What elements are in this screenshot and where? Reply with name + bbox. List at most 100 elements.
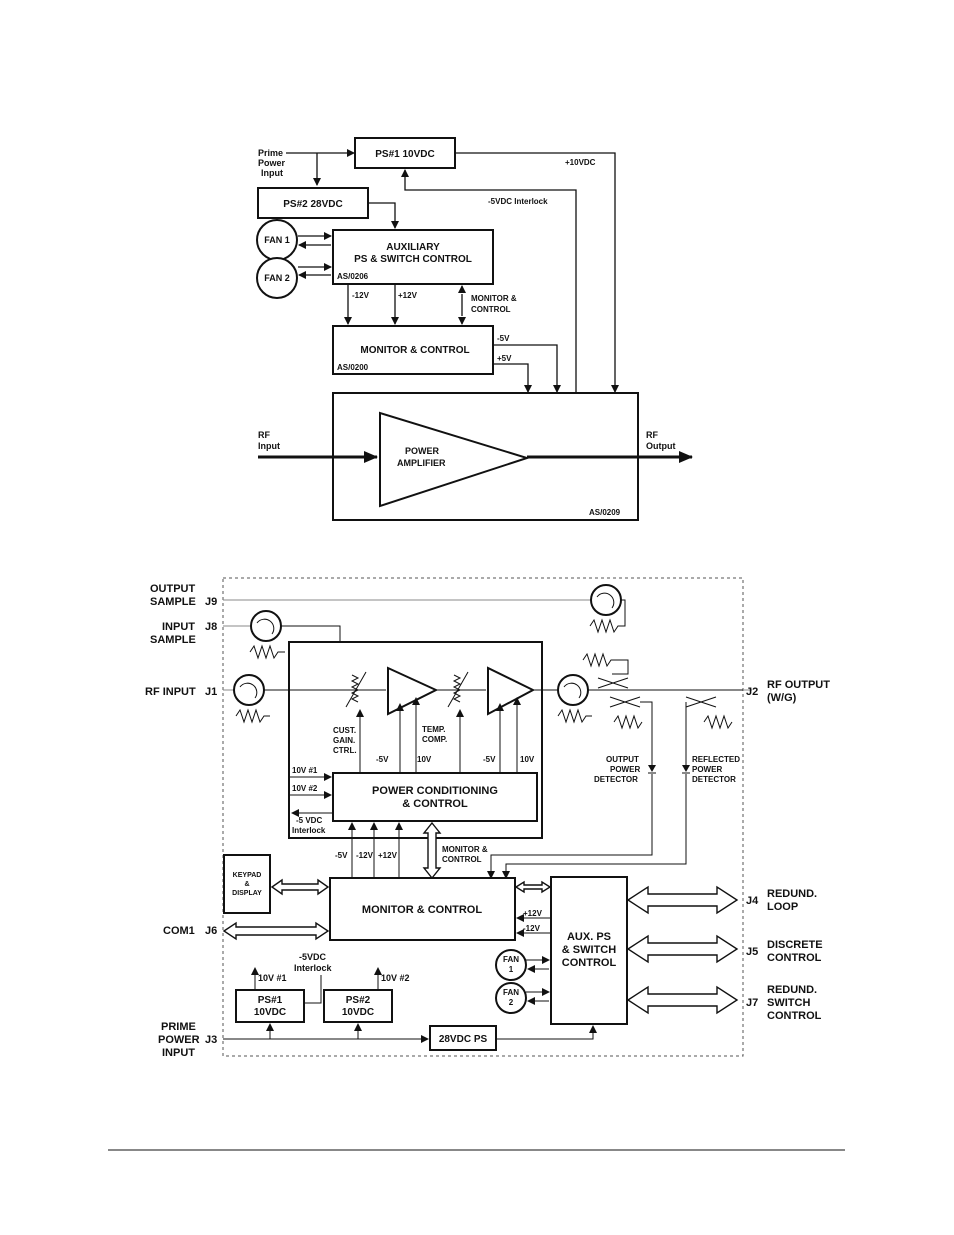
temp-comp-label: COMP. [422,735,447,744]
pcc-label: & CONTROL [402,798,468,810]
cust-gain-label: CUST. [333,726,356,735]
out-det-label: POWER [610,765,640,774]
redund-loop-label: LOOP [767,901,798,913]
pa-triangle [379,411,531,508]
prime-power-label: Prime [258,148,283,158]
out-det-resistor-icon [613,714,643,730]
isolator-arrow-icon [256,618,275,635]
plus10vdc-label: +10VDC [565,158,596,167]
mc-aux-double-arrow [514,880,552,894]
ps2-to-aux-arrow [368,202,399,229]
out-det-to-mc [487,774,653,879]
input-sample-resistor-icon [249,644,285,660]
isolator-arrow-icon [563,682,582,699]
j4-label: J4 [746,895,759,907]
fan1-circle [495,949,527,981]
output-sample-label: OUTPUT [150,583,196,595]
interlock-label: -5 VDC [296,816,322,825]
fan2-label: FAN 2 [264,273,290,283]
pa-label: AMPLIFIER [397,458,446,468]
ps2-label: 10VDC [342,1007,374,1018]
redund-switch-label: SWITCH [767,997,810,1009]
keypad-label: DISPLAY [232,890,262,897]
gain-attenuator-icon [345,671,367,708]
j2-label: J2 [746,686,758,698]
aux-label: AUX. PS [567,931,611,943]
rf-input-isolator [233,674,265,706]
aux-box [332,229,494,285]
interlock-label: -5VDC Interlock [488,197,548,206]
j9-label: J9 [205,596,217,608]
rail-label: -12V [523,924,541,933]
input-sample-label: INPUT [162,621,195,633]
fan2-circle [256,257,298,299]
amp-stage-2 [487,666,536,716]
ps1-label: PS#1 [258,995,283,1006]
j7-label: J7 [746,997,758,1009]
ref-det-coupler-icon [685,696,717,708]
pcc-box [332,772,538,822]
v10-1-label: 10V #1 [292,766,318,775]
keypad-double-arrow [270,878,330,896]
fan1-label: 1 [509,965,514,974]
com1-double-arrow [222,921,330,941]
pa-label: POWER [405,446,440,456]
out-det-feed [640,701,653,767]
ps28-box [429,1025,497,1051]
v10-2-label: 10V #2 [292,784,318,793]
plus5v-line [493,363,532,393]
mc-id: AS/0200 [337,363,369,372]
rf-output-isolator [557,674,589,706]
top-diagram: Prime Power Input PS#1 10VDC +10VDC -5VD… [256,137,693,521]
minus5v-label: -5V [497,334,510,343]
rf-output-label: Output [646,441,676,451]
redund-switch-label: REDUND. [767,984,817,996]
fan1-label: FAN [503,955,519,964]
ps1-label: PS#1 10VDC [375,149,434,160]
mc-label: MONITOR & CONTROL [360,345,469,356]
ps2-box [323,989,393,1023]
ref-det-label: DETECTOR [692,775,736,784]
interlock-label: Interlock [292,826,326,835]
rail-label: +12V [378,851,398,860]
j1-label: J1 [205,686,217,698]
pcc-label: POWER CONDITIONING [372,785,498,797]
aux-box [550,876,628,1025]
cust-gain-label: GAIN. [333,736,355,745]
prime-power-label: INPUT [162,1047,195,1059]
temp-comp-icon [452,674,462,703]
isolator-arrow-icon [239,682,258,699]
rail-label: 10V [417,755,432,764]
aux-id: AS/0206 [337,272,369,281]
output-sample-label: SAMPLE [150,596,196,608]
j8-label: J8 [205,621,217,633]
ref-det-resistor-icon [703,714,733,730]
output-sample-resistor-icon [589,599,626,634]
rf-output-resistor-icon [557,708,592,724]
com1-label: COM1 [163,925,195,937]
j7-double-arrow [626,985,739,1015]
mc-label: MONITOR & CONTROL [362,904,482,916]
j6-label: J6 [205,925,217,937]
aux-label: PS & SWITCH CONTROL [354,254,472,265]
ref-det-diode-icon [682,765,690,772]
prime-power-label: POWER [158,1034,200,1046]
fan2-circle [495,982,527,1014]
minus5v-line [493,344,561,393]
rf-input-resistor-icon [235,708,270,724]
rail-label: +12V [523,909,543,918]
mc-box [332,325,494,375]
out-det-coupler-icon [609,696,641,708]
v10-1b-label: 10V #1 [258,973,287,983]
j4-double-arrow [626,885,739,915]
ps1-box [235,989,305,1023]
rail-label: 10V [520,755,535,764]
fan1-label: FAN 1 [264,235,290,245]
rf-output-label: (W/G) [767,692,797,704]
monctl-double-arrow [422,821,442,880]
input-sample-isolator [250,610,282,642]
fan2-label: FAN [503,988,519,997]
prime-power-label: Input [261,168,283,178]
output-sample-isolator [590,584,622,616]
